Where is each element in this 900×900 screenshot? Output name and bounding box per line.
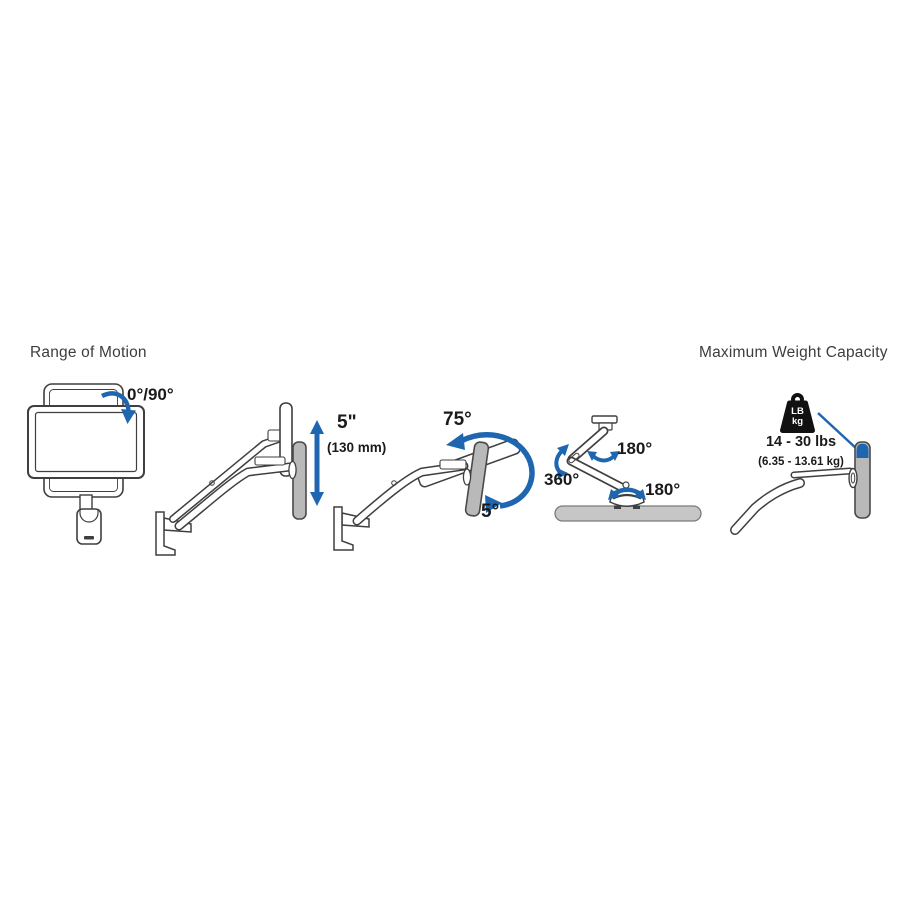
weight-range-kg: (6.35 - 13.61 kg) [758, 456, 844, 468]
swivel-360-label: 360° [544, 470, 580, 489]
figure-weight-capacity [730, 393, 871, 535]
figure-arm-lift [155, 402, 324, 556]
base-180-label: 180° [645, 480, 681, 499]
weight-capacity-heading: Maximum Weight Capacity [699, 344, 888, 361]
tilt-arrow-icon [446, 432, 535, 513]
rotation-arrow-icon [100, 391, 136, 424]
lift-inches-label: 5" [337, 412, 357, 433]
weight-icon-lb: LB [791, 406, 804, 417]
wall-bracket [333, 506, 354, 551]
arm-180-arrow-icon [587, 451, 620, 463]
tilt-down-label: 5° [481, 501, 500, 522]
rotation-label: 0°/90° [127, 385, 174, 404]
range-of-motion-heading: Range of Motion [30, 344, 147, 361]
figure-arm-top-view [554, 415, 702, 522]
weight-icon-text: LB kg [781, 407, 814, 426]
weight-icon-kg: kg [791, 415, 804, 427]
pointer-line [817, 412, 859, 451]
figure-monitor-rotation [27, 383, 145, 545]
lift-mm-label: (130 mm) [327, 440, 387, 455]
landscape-monitor-outline [27, 405, 145, 479]
monitor-slab [292, 441, 307, 520]
figure-arm-tilt [333, 432, 535, 551]
lift-arrow-icon [310, 420, 324, 506]
weight-icon [780, 393, 815, 433]
weight-range-lbs: 14 - 30 lbs [765, 434, 837, 450]
arm-180-label: 180° [617, 439, 653, 458]
wall-track-top-view [554, 505, 702, 522]
base-180-arrow-icon [608, 487, 646, 500]
wall-bracket [155, 511, 176, 556]
wall-bracket [76, 508, 102, 545]
tilt-up-label: 75° [443, 409, 472, 430]
swivel-360-arrow-icon [554, 444, 569, 479]
